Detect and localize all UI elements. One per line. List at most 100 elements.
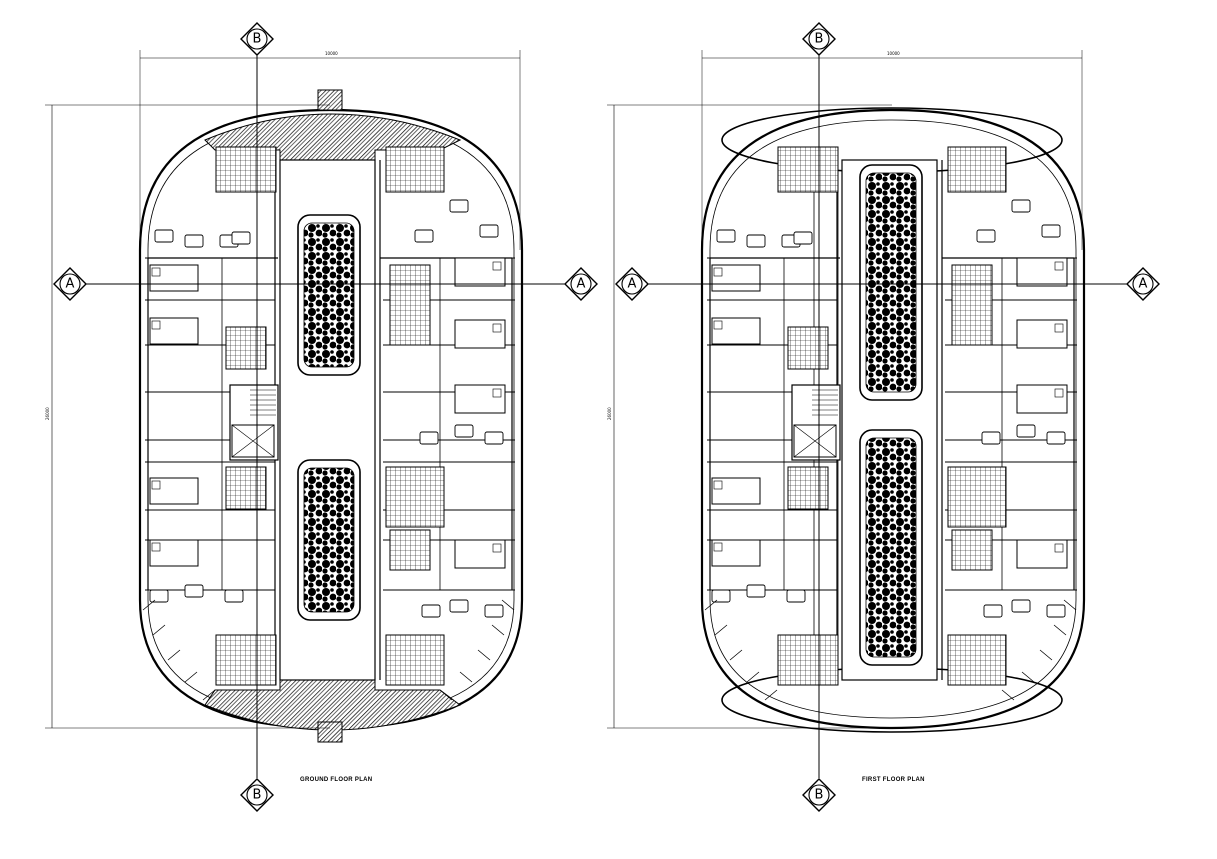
dim-width-text: 10000 (887, 51, 900, 56)
facade-fin (142, 599, 156, 611)
facade-fin (439, 689, 453, 701)
facade-fin (184, 671, 198, 683)
pillow (151, 320, 161, 330)
lounge-chair (454, 424, 474, 438)
pillow (492, 323, 502, 333)
axis-a-marker-right: A (1126, 267, 1160, 301)
bathroom-tiles (225, 466, 267, 510)
bed (149, 477, 199, 505)
bathroom-tiles (389, 529, 431, 571)
lounge-chair (711, 589, 731, 603)
axis-a-marker-left-label: A (66, 277, 75, 292)
lounge-chair (793, 231, 813, 245)
lounge-chair (1011, 199, 1031, 213)
bed (149, 539, 199, 567)
bathroom-tiles (385, 466, 445, 528)
courtyard-bottom-trees (865, 437, 917, 658)
bed (1016, 539, 1068, 569)
axis-b-marker-bottom-label: B (815, 788, 824, 803)
entrance-steps-bottom (317, 721, 343, 743)
bed (149, 317, 199, 345)
facade-fin (152, 624, 166, 636)
axis-a-marker-right-circle (570, 273, 592, 295)
pillow (713, 542, 723, 552)
lounge-chair (484, 431, 504, 445)
stair-core (229, 384, 279, 461)
pillow (151, 480, 161, 490)
bed (1016, 257, 1068, 287)
bathroom-tiles (787, 466, 829, 510)
courtyard-bottom-trees (303, 467, 355, 613)
axis-a-marker-left-label: A (628, 277, 637, 292)
axis-a-marker-left-circle (621, 273, 643, 295)
lounge-chair (154, 229, 174, 243)
facade-fin (1039, 649, 1053, 661)
axis-b-marker-top-circle (808, 28, 830, 50)
dim-height-text: 26000 (607, 407, 612, 420)
plan-title: GROUND FLOOR PLAN (300, 777, 372, 783)
axis-b-marker-bottom: B (802, 778, 836, 812)
bed (711, 317, 761, 345)
bathroom-tiles (777, 146, 839, 193)
axis-a-marker-right-label: A (1139, 277, 1148, 292)
lounge-chair (976, 229, 996, 243)
courtyard-top-trees (303, 222, 355, 368)
pillow (492, 388, 502, 398)
bed (711, 477, 761, 505)
lounge-chair (786, 589, 806, 603)
bed (454, 257, 506, 287)
axis-a-marker-right-circle (1132, 273, 1154, 295)
bed (711, 264, 761, 292)
outer-wall (138, 108, 524, 730)
bed (711, 539, 761, 567)
facade-fin (1001, 689, 1015, 701)
bathroom-tiles (787, 326, 829, 370)
pillow (1054, 388, 1064, 398)
pillow (1054, 543, 1064, 553)
lift-cross (231, 424, 275, 458)
bed (1016, 319, 1068, 349)
axis-b-marker-bottom-label: B (253, 788, 262, 803)
bed (454, 384, 506, 414)
lounge-chair (414, 229, 434, 243)
lounge-chair (184, 234, 204, 248)
pillow (713, 267, 723, 277)
lounge-chair (746, 234, 766, 248)
lift-cross (793, 424, 837, 458)
pillow (1054, 261, 1064, 271)
dim-height-text: 26000 (45, 407, 50, 420)
axis-b-marker-top-circle (246, 28, 268, 50)
lounge-chair (224, 589, 244, 603)
lounge-chair (983, 604, 1003, 618)
lounge-chair (184, 584, 204, 598)
facade-fin (714, 624, 728, 636)
lounge-chair (419, 431, 439, 445)
axis-b-marker-bottom-circle (808, 784, 830, 806)
pillow (151, 267, 161, 277)
lounge-chair (746, 584, 766, 598)
entrance-steps-top (317, 89, 343, 111)
stair-core (791, 384, 841, 461)
bathroom-tiles (947, 146, 1007, 193)
axis-a-marker-right-label: A (577, 277, 586, 292)
lounge-chair (231, 231, 251, 245)
pillow (713, 320, 723, 330)
axis-b-marker-top: B (240, 22, 274, 56)
lift-shaft (793, 424, 837, 458)
bathroom-tiles (951, 264, 993, 346)
facade-fin (477, 649, 491, 661)
pillow (492, 543, 502, 553)
bathroom-tiles (951, 529, 993, 571)
lift-shaft (231, 424, 275, 458)
pillow (151, 542, 161, 552)
axis-a-marker-right: A (564, 267, 598, 301)
facade-fin (167, 649, 181, 661)
lounge-chair (1011, 599, 1031, 613)
bathroom-tiles (385, 634, 445, 686)
bathroom-tiles (385, 146, 445, 193)
lounge-chair (449, 599, 469, 613)
pillow (492, 261, 502, 271)
